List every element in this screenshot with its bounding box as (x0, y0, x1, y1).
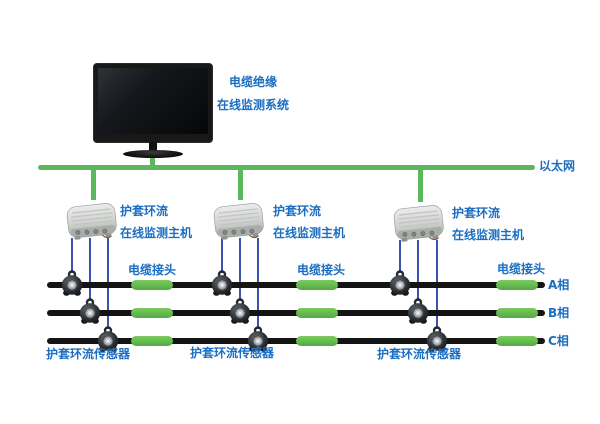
wire-host3-phase-b (417, 240, 419, 301)
monitor-stand-neck (149, 142, 157, 152)
sensor-host1-phase-a (60, 269, 84, 297)
host1-label-line1: 护套环流 (120, 204, 169, 218)
monitor-screen (98, 68, 208, 134)
monitor-network-link (150, 153, 155, 166)
phase-a-label: A相 (548, 278, 570, 292)
cable-joint-label-1: 电缆接头 (127, 263, 176, 277)
cable-joint (296, 336, 338, 346)
cable-joint (296, 280, 338, 290)
system-title-line1: 电缆绝缘 (228, 75, 277, 89)
cable-joint (496, 308, 538, 318)
sensor-label-1: 护套环流传感器 (46, 347, 131, 361)
sensor-host2-phase-b (228, 297, 252, 325)
host3-label-line2: 在线监测主机 (452, 228, 525, 242)
cable-joint (296, 308, 338, 318)
ethernet-label: 以太网 (539, 159, 576, 173)
wire-host3-phase-a (399, 240, 401, 273)
host1-label-line2: 在线监测主机 (120, 226, 193, 240)
cable-joint-label-3: 电缆接头 (496, 262, 545, 276)
host3-network-link (418, 167, 423, 202)
monitoring-host-3 (393, 199, 445, 249)
monitoring-host-1 (66, 197, 118, 247)
cable-joint (131, 280, 173, 290)
phase-b-label: B相 (548, 306, 570, 320)
monitor (93, 63, 213, 143)
sensor-label-2: 护套环流传感器 (190, 346, 275, 360)
sensor-label-3: 护套环流传感器 (377, 347, 462, 361)
sensor-host3-phase-b (406, 297, 430, 325)
cable-joint (131, 336, 173, 346)
sensor-host2-phase-a (210, 269, 234, 297)
host2-label: 护套环流 在线监测主机 (273, 200, 345, 244)
sensor-host3-phase-a (388, 269, 412, 297)
phase-c-label: C相 (548, 334, 569, 348)
host3-label: 护套环流 在线监测主机 (452, 202, 524, 246)
host3-label-line1: 护套环流 (452, 206, 501, 220)
system-title: 电缆绝缘 在线监测系统 (210, 71, 296, 117)
sensor-host1-phase-b (78, 297, 102, 325)
cable-joint-label-2: 电缆接头 (296, 263, 345, 277)
wire-host2-phase-b (239, 238, 241, 301)
monitoring-host-2 (213, 197, 265, 247)
wire-host1-phase-a (71, 238, 73, 273)
host1-label: 护套环流 在线监测主机 (120, 200, 192, 244)
cable-joint (131, 308, 173, 318)
monitor-stand-base (123, 150, 183, 158)
host1-network-link (91, 167, 96, 200)
cable-joint (496, 336, 538, 346)
ethernet-bus (38, 165, 535, 170)
wire-host1-phase-b (89, 238, 91, 301)
host2-network-link (238, 167, 243, 200)
host2-label-line1: 护套环流 (273, 204, 322, 218)
host2-label-line2: 在线监测主机 (273, 226, 346, 240)
system-title-line2: 在线监测系统 (216, 98, 289, 112)
cable-joint (496, 280, 538, 290)
wire-host2-phase-a (221, 238, 223, 273)
